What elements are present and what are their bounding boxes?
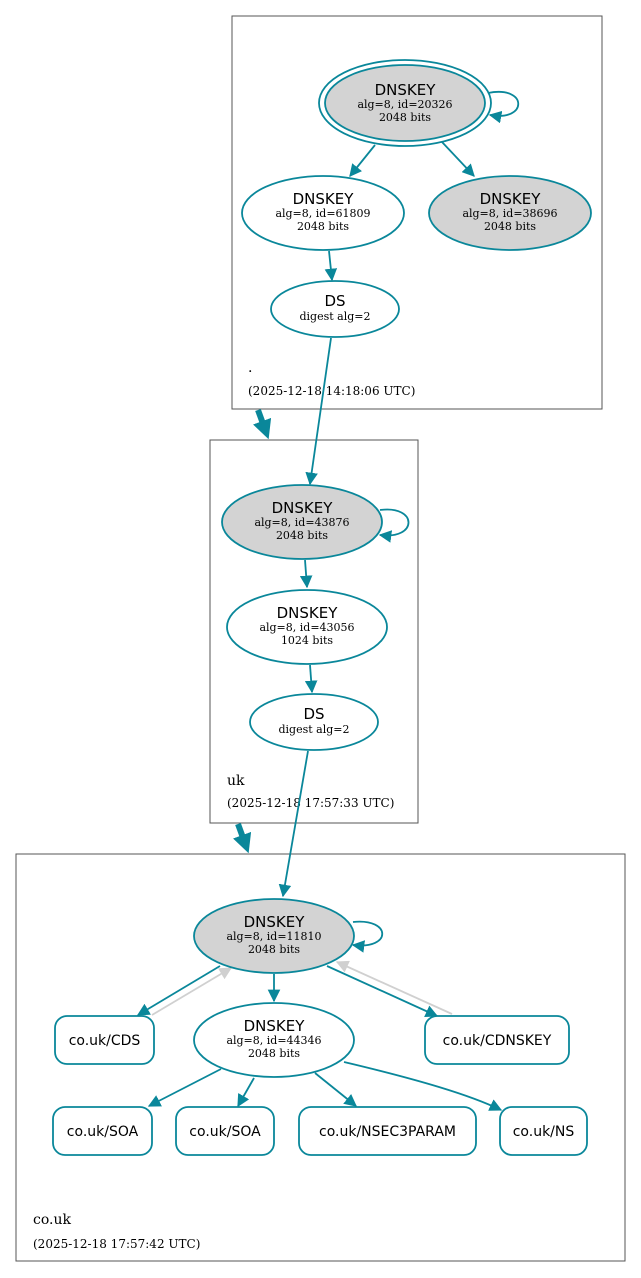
node-couk-ds-digest: digest alg=2 <box>278 723 349 736</box>
zone-root-timestamp: (2025-12-18 14:18:06 UTC) <box>248 384 415 398</box>
node-root-ksk-bits: 2048 bits <box>379 111 431 124</box>
node-root-ksk-title: DNSKEY <box>375 81 437 99</box>
edge-couk-ksk-self <box>351 920 383 953</box>
edge-uk-ksk-self <box>378 508 410 543</box>
node-uk-ksk[interactable]: DNSKEY alg=8, id=43876 2048 bits <box>221 484 383 560</box>
node-root-ksk-alg: alg=8, id=20326 <box>357 98 452 111</box>
zone-uk-name: uk <box>227 773 245 789</box>
node-couk-ksk-title: DNSKEY <box>244 913 306 931</box>
node-root-zsk-1[interactable]: DNSKEY alg=8, id=61809 2048 bits <box>241 175 405 251</box>
node-root-zsk-2-alg: alg=8, id=38696 <box>462 207 557 220</box>
edge-uk-ksk-to-zsk <box>299 559 313 589</box>
record-soa-1[interactable]: co.uk/SOA <box>52 1106 153 1156</box>
node-uk-zsk-alg: alg=8, id=43056 <box>259 621 354 634</box>
zone-uk: uk (2025-12-18 17:57:33 UTC) <box>209 439 419 824</box>
node-root-zsk-2-title: DNSKEY <box>480 190 542 208</box>
edge-cdnskey-to-couk-ksk <box>335 960 453 1015</box>
node-couk-ds-title: DS <box>303 705 324 723</box>
node-couk-ksk-bits: 2048 bits <box>248 943 300 956</box>
node-couk-ds[interactable]: DS digest alg=2 <box>249 693 379 751</box>
edge-root-ksk-to-zsk1 <box>349 144 376 177</box>
edge-couk-zsk-to-soa1 <box>147 1068 222 1107</box>
record-nsec3param-label: co.uk/NSEC3PARAM <box>319 1124 456 1140</box>
node-couk-zsk-title: DNSKEY <box>244 1017 306 1035</box>
record-soa-2-label: co.uk/SOA <box>189 1124 261 1140</box>
record-soa-2[interactable]: co.uk/SOA <box>175 1106 275 1156</box>
zone-root-name: . <box>248 360 252 376</box>
delegation-root-to-uk-arrow <box>253 408 272 440</box>
delegation-uk-to-couk-arrow <box>233 822 252 854</box>
node-uk-ds-title: DS <box>324 292 345 310</box>
zone-couk-name: co.uk <box>33 1212 71 1228</box>
node-uk-zsk[interactable]: DNSKEY alg=8, id=43056 1024 bits <box>226 589 388 665</box>
node-couk-zsk-alg: alg=8, id=44346 <box>226 1034 321 1047</box>
node-couk-zsk[interactable]: DNSKEY alg=8, id=44346 2048 bits <box>193 1002 355 1078</box>
edge-root-zsk1-to-uk-ds <box>324 250 338 282</box>
node-root-ksk[interactable]: DNSKEY alg=8, id=20326 2048 bits <box>318 59 492 147</box>
zone-root-frame <box>231 15 603 410</box>
edge-cds-to-couk-ksk <box>151 967 233 1016</box>
node-root-zsk-2[interactable]: DNSKEY alg=8, id=38696 2048 bits <box>428 175 592 251</box>
record-soa-1-label: co.uk/SOA <box>67 1124 139 1140</box>
edge-couk-ds-to-couk-ksk <box>278 750 309 898</box>
node-uk-ksk-bits: 2048 bits <box>276 529 328 542</box>
edge-couk-zsk-to-ns <box>343 1061 503 1111</box>
node-root-zsk-1-bits: 2048 bits <box>297 220 349 233</box>
node-uk-ksk-alg: alg=8, id=43876 <box>254 516 349 529</box>
node-root-zsk-1-alg: alg=8, id=61809 <box>275 207 370 220</box>
record-cdnskey[interactable]: co.uk/CDNSKEY <box>424 1015 570 1065</box>
node-uk-zsk-title: DNSKEY <box>277 604 339 622</box>
node-root-zsk-1-title: DNSKEY <box>293 190 355 208</box>
edge-root-ksk-to-zsk2 <box>441 141 475 177</box>
node-couk-ksk[interactable]: DNSKEY alg=8, id=11810 2048 bits <box>193 898 355 974</box>
node-couk-ksk-alg: alg=8, id=11810 <box>226 930 321 943</box>
record-cdnskey-label: co.uk/CDNSKEY <box>443 1033 552 1049</box>
node-uk-ds-digest: digest alg=2 <box>299 310 370 323</box>
node-uk-ksk-title: DNSKEY <box>272 499 334 517</box>
node-root-zsk-2-bits: 2048 bits <box>484 220 536 233</box>
record-ns[interactable]: co.uk/NS <box>499 1106 588 1156</box>
edge-couk-ksk-to-cds <box>136 965 221 1016</box>
edge-root-ksk-self <box>487 90 519 124</box>
edge-couk-zsk-to-soa2 <box>237 1077 255 1108</box>
edge-couk-zsk-to-nsec3param <box>314 1072 357 1107</box>
record-ns-label: co.uk/NS <box>513 1124 575 1140</box>
edge-uk-ds-to-uk-ksk <box>305 337 332 486</box>
edge-uk-zsk-to-couk-ds <box>304 664 318 694</box>
record-cds[interactable]: co.uk/CDS <box>54 1015 155 1065</box>
record-cds-label: co.uk/CDS <box>69 1033 141 1049</box>
edge-couk-ksk-to-cdnskey <box>326 965 439 1018</box>
zone-root: . (2025-12-18 14:18:06 UTC) <box>231 15 603 410</box>
zone-uk-timestamp: (2025-12-18 17:57:33 UTC) <box>227 796 394 810</box>
node-couk-zsk-bits: 2048 bits <box>248 1047 300 1060</box>
node-uk-zsk-bits: 1024 bits <box>281 634 333 647</box>
zone-couk-timestamp: (2025-12-18 17:57:42 UTC) <box>33 1237 200 1251</box>
zone-couk-frame <box>15 853 626 1262</box>
zone-couk: co.uk (2025-12-18 17:57:42 UTC) <box>15 853 626 1262</box>
node-uk-ds[interactable]: DS digest alg=2 <box>270 280 400 338</box>
zone-uk-frame <box>209 439 419 824</box>
record-nsec3param[interactable]: co.uk/NSEC3PARAM <box>298 1106 477 1156</box>
